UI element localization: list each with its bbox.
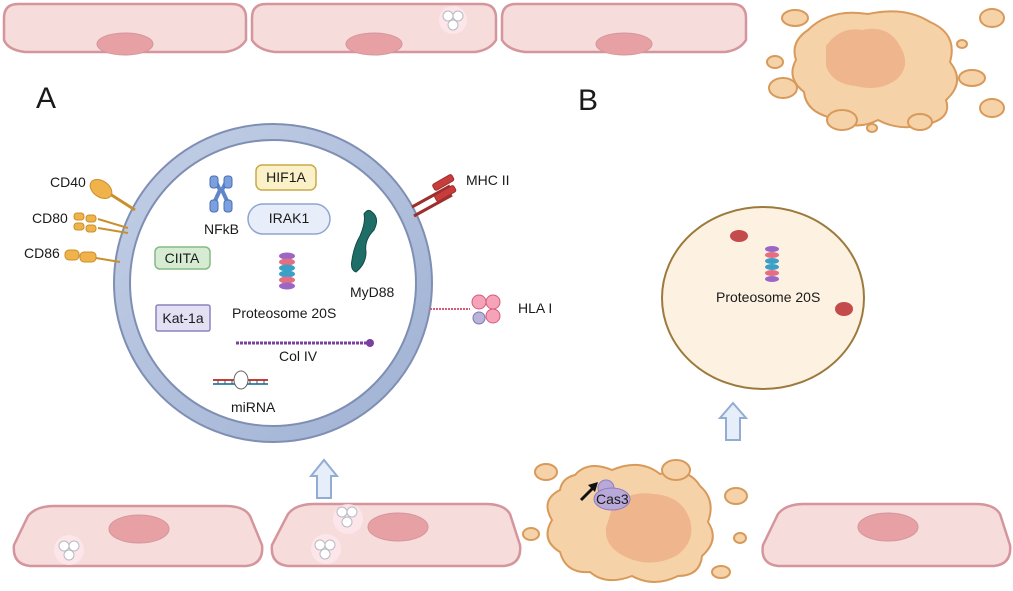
nucleus: [367, 512, 429, 542]
top-cell-right: [500, 2, 748, 56]
myd88-label: MyD88: [350, 284, 395, 300]
cas3-label: Cas3: [596, 491, 629, 507]
bleb: [766, 55, 784, 69]
fragment: [835, 302, 853, 316]
bleb: [711, 565, 731, 579]
hla1-receptor: [430, 294, 501, 325]
nucleus: [345, 32, 403, 56]
kat1a-label: Kat-1a: [162, 310, 203, 326]
nucleus: [857, 512, 919, 542]
hif1a-label: HIF1A: [266, 169, 306, 185]
release-arrow-a: [308, 458, 340, 499]
irak1-label: IRAK1: [269, 210, 310, 226]
col4-label: Col IV: [279, 348, 318, 364]
bleb: [979, 8, 1005, 28]
irak1-box: IRAK1: [247, 203, 331, 235]
bleb: [522, 527, 540, 541]
mhc2-receptor: [411, 174, 457, 218]
bleb: [534, 463, 558, 481]
cd80-receptor: [73, 212, 129, 234]
exosome-vesicle: [113, 123, 433, 443]
bleb: [768, 77, 798, 99]
nucleus: [595, 32, 653, 56]
mirna-icon: [213, 370, 268, 390]
top-cell-middle: [250, 2, 498, 56]
apoptotic-body: Proteosome 20S: [661, 206, 865, 390]
mhc2-label: MHC II: [466, 172, 510, 188]
bleb: [956, 39, 968, 49]
kat1a-box: Kat-1a: [155, 304, 211, 332]
bleb: [733, 532, 747, 544]
bottom-cell-right: [761, 502, 1012, 568]
myd88-icon: [351, 209, 378, 273]
apoptotic-cell-top: [766, 8, 1005, 133]
bleb: [781, 9, 809, 27]
bleb: [866, 123, 878, 133]
bleb: [826, 109, 858, 131]
bottom-cell-middle: [270, 502, 522, 568]
bleb: [724, 487, 748, 505]
proteosome-icon: [765, 246, 779, 282]
panel-label-b: B: [578, 84, 598, 117]
vesicle-cluster: [311, 534, 341, 564]
vesicle-cluster: [54, 535, 84, 565]
nucleus: [96, 32, 154, 56]
mirna-label: miRNA: [231, 399, 276, 415]
top-cell-left: [2, 2, 248, 56]
hla1-label: HLA I: [518, 300, 552, 316]
panel-label-a: A: [36, 82, 56, 115]
ciita-box: CIITA: [154, 246, 211, 270]
hif1a-box: HIF1A: [255, 164, 317, 191]
cd80-label: CD80: [32, 210, 68, 226]
activation-arrow-icon: [579, 482, 598, 502]
cd40-receptor: [89, 178, 136, 212]
cd86-receptor: [64, 249, 121, 263]
col4-fiber: [236, 339, 374, 347]
proteosome-label: Proteosome 20S: [232, 305, 336, 321]
vesicle-cluster: [439, 6, 467, 34]
bleb: [958, 69, 986, 87]
nfkb-label: NFkB: [204, 221, 239, 237]
fragment: [730, 230, 748, 242]
cas3-enzyme: Cas3: [593, 479, 631, 511]
nucleus: [108, 514, 170, 544]
apoptotic-cell-bottom: Cas3: [522, 459, 748, 583]
proteosome-icon: [279, 252, 295, 290]
bleb: [907, 113, 933, 131]
cd40-label: CD40: [50, 174, 86, 190]
nfkb-icon: [209, 175, 233, 213]
release-arrow-b: [717, 401, 749, 441]
bleb: [661, 459, 691, 481]
ciita-label: CIITA: [165, 250, 200, 266]
cd86-label: CD86: [24, 245, 60, 261]
vesicle-cluster: [333, 504, 363, 534]
bottom-cell-left: [12, 504, 264, 568]
bleb: [979, 98, 1005, 118]
proteosome-label-b: Proteosome 20S: [716, 289, 820, 305]
